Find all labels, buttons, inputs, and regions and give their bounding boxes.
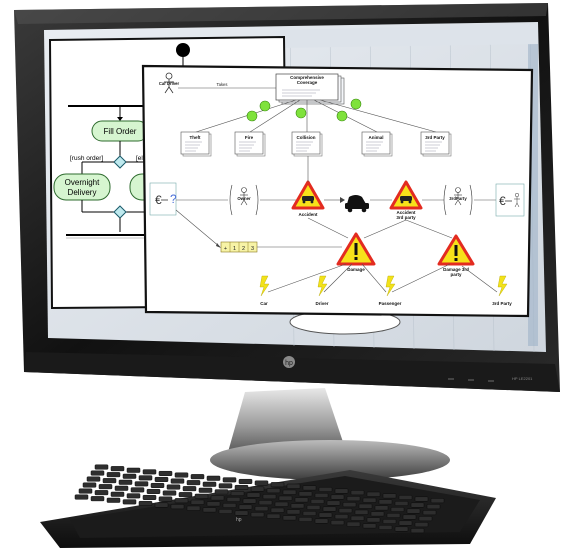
svg-text:hp: hp xyxy=(236,517,242,523)
decision-node xyxy=(113,155,127,169)
lightning-icon xyxy=(317,275,328,297)
child-doc-label: Fire xyxy=(245,135,254,140)
monitor-stand-neck xyxy=(228,388,345,452)
sequence-cell: + xyxy=(224,246,227,252)
damage-3rd-label-line2: party xyxy=(450,272,462,277)
sequence-cell: 3 xyxy=(251,246,254,252)
leaf-label: 3rd Party xyxy=(492,301,512,306)
monitor-stand-base xyxy=(210,440,450,480)
child-doc-node: Collision xyxy=(291,131,323,157)
third-party-actor xyxy=(443,184,473,216)
top-node-label-line2: Coverage xyxy=(297,80,318,85)
hp-logo-text: hp xyxy=(285,360,293,367)
overnight-label-line2: Delivery xyxy=(68,188,97,197)
accident-3rd-party-warning-icon xyxy=(389,180,423,210)
child-doc-label: Animal xyxy=(368,135,383,140)
owner-actor xyxy=(229,184,259,216)
child-doc-label: 3rd Party xyxy=(425,135,445,140)
top-node-label-line1: Comprehensive xyxy=(290,75,324,80)
accident-warning-icon xyxy=(291,180,325,210)
child-doc-label: Theft xyxy=(190,135,201,140)
car-driver-label: Car Driver xyxy=(159,81,180,86)
damage-warning-icon xyxy=(336,232,376,266)
takes-label: Takes xyxy=(217,82,228,87)
damage-label: Damage xyxy=(347,267,365,272)
model-label: HP LE2201 xyxy=(512,376,533,381)
leaf-connectors xyxy=(267,263,498,293)
car-driver-actor xyxy=(164,72,174,94)
child-doc-label: Collision xyxy=(297,135,316,140)
sequence-cell: 1 xyxy=(233,246,236,252)
accident-3rd-label-line2: 3rd party xyxy=(396,215,416,220)
sequence-cell: 2 xyxy=(242,246,245,252)
initial-node xyxy=(176,43,190,57)
third-party-label: 3rdParty xyxy=(449,196,467,201)
output-actor-node: € xyxy=(495,183,525,217)
leaf-label: Car xyxy=(260,301,268,306)
damage-3rd-party-warning-icon xyxy=(437,234,475,266)
hp-logo-icon xyxy=(283,356,295,368)
green-connector-dots xyxy=(246,98,362,122)
leaf-label: Passenger xyxy=(379,301,402,306)
lightning-icon xyxy=(259,275,270,297)
leaf-label: Driver xyxy=(315,301,328,306)
child-doc-node: Animal xyxy=(361,131,393,157)
rush-order-guard: [rush order] xyxy=(70,155,103,162)
output-arrow-icon: € xyxy=(499,194,506,208)
input-arrow-icon: € xyxy=(155,193,162,207)
accident-label: Accident xyxy=(298,212,318,217)
damage-3rd-label-line1: Damage 3rd xyxy=(443,267,469,272)
child-doc-node: Theft xyxy=(180,131,212,157)
question-mark: ? xyxy=(170,192,177,206)
car-icon xyxy=(345,195,369,213)
fill-order-label: Fill Order xyxy=(104,127,137,136)
keyboard-keys xyxy=(74,464,445,534)
owner-label: Owner xyxy=(237,196,251,201)
child-doc-node: Fire xyxy=(234,131,266,157)
else-guard: [el xyxy=(136,155,143,162)
comprehensive-coverage-node xyxy=(275,73,345,105)
lightning-icon xyxy=(497,275,508,297)
lightning-icon xyxy=(385,275,396,297)
overnight-label-line1: Overnight xyxy=(65,178,100,187)
unknown-input-node: € ? xyxy=(149,182,177,216)
child-doc-node: 3rd Party xyxy=(420,131,452,157)
accident-3rd-label-line1: Accident xyxy=(396,210,416,215)
